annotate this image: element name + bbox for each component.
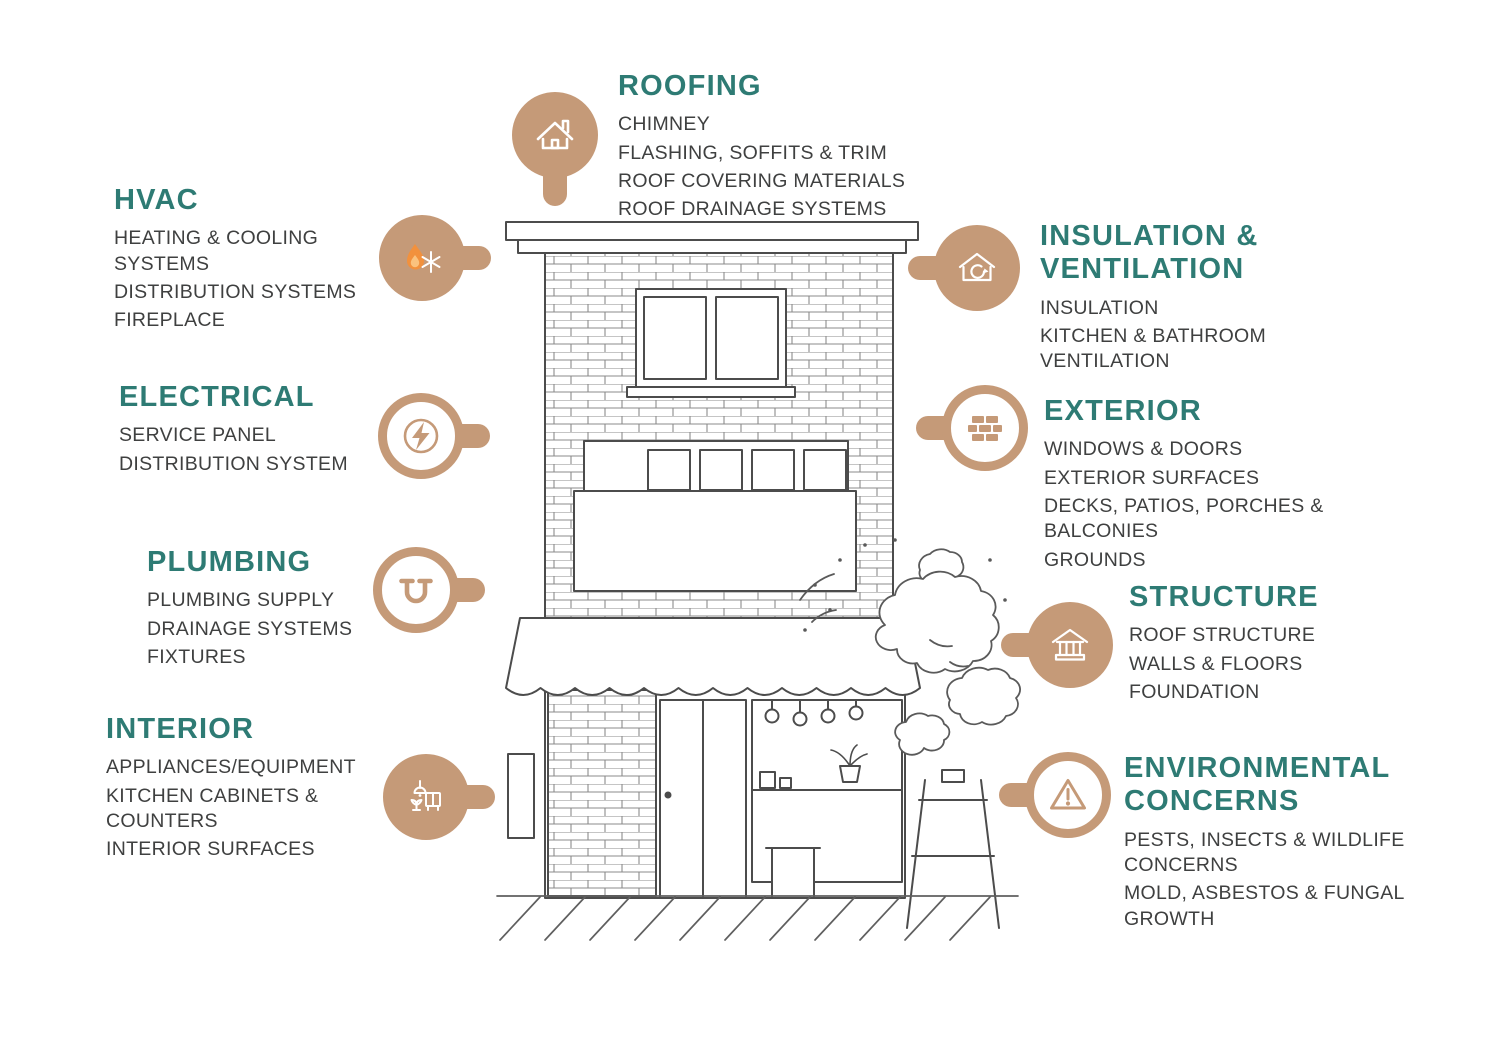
section-items: ROOF STRUCTURE WALLS & FLOORS FOUNDATION bbox=[1129, 623, 1369, 705]
list-item: KITCHEN & BATHROOM VENTILATION bbox=[1040, 325, 1267, 373]
lightning-bolt-icon bbox=[403, 418, 439, 454]
list-item: MOLD, ASBESTOS & FUNGAL GROWTH bbox=[1124, 882, 1404, 930]
badge-ring bbox=[512, 92, 598, 178]
list-item: DRAINAGE SYSTEMS bbox=[147, 617, 353, 640]
section-environmental: ENVIRONMENTAL CONCERNS PESTS, INSECTS & … bbox=[1124, 752, 1454, 935]
flame-snowflake-icon bbox=[407, 244, 441, 273]
list-item: CHIMNEY bbox=[618, 113, 711, 136]
list-item: HEATING & COOLING SYSTEMS bbox=[114, 227, 319, 275]
roof-icon bbox=[536, 119, 574, 150]
section-structure: STRUCTURE ROOF STRUCTURE WALLS & FLOORS … bbox=[1129, 581, 1369, 708]
hvac-badge bbox=[379, 215, 491, 301]
section-items: PLUMBING SUPPLY DRAINAGE SYSTEMS FIXTURE… bbox=[147, 588, 387, 670]
section-items: CHIMNEY FLASHING, SOFFITS & TRIM ROOF CO… bbox=[618, 112, 958, 222]
section-interior: INTERIOR APPLIANCES/EQUIPMENT KITCHEN CA… bbox=[106, 713, 391, 866]
section-exterior: EXTERIOR WINDOWS & DOORS EXTERIOR SURFAC… bbox=[1044, 395, 1344, 576]
section-title: STRUCTURE bbox=[1129, 581, 1319, 613]
list-item: ROOF STRUCTURE bbox=[1129, 624, 1316, 647]
list-item: INTERIOR SURFACES bbox=[106, 838, 315, 861]
structure-badge bbox=[1001, 602, 1113, 688]
section-title: PLUMBING bbox=[147, 546, 312, 578]
section-title: INTERIOR bbox=[106, 713, 255, 745]
list-item: FLASHING, SOFFITS & TRIM bbox=[618, 141, 888, 164]
badge-ring bbox=[378, 393, 464, 479]
section-title: HVAC bbox=[114, 184, 199, 216]
section-title: ROOFING bbox=[618, 70, 762, 102]
brick-wall-icon bbox=[968, 416, 1002, 441]
list-item: SERVICE PANEL bbox=[119, 424, 277, 447]
badge-ring bbox=[373, 547, 459, 633]
list-item: PESTS, INSECTS & WILDLIFE CONCERNS bbox=[1124, 828, 1405, 877]
badge-ring bbox=[1025, 752, 1111, 838]
badge-ring bbox=[379, 215, 465, 301]
list-item: APPLIANCES/EQUIPMENT bbox=[106, 756, 356, 779]
list-item: WALLS & FLOORS bbox=[1129, 652, 1303, 675]
section-hvac: HVAC HEATING & COOLING SYSTEMS DISTRIBUT… bbox=[114, 184, 369, 337]
section-electrical: ELECTRICAL SERVICE PANEL DISTRIBUTION SY… bbox=[119, 381, 379, 480]
warning-triangle-icon bbox=[1050, 779, 1086, 810]
house-ventilation-icon bbox=[958, 252, 996, 282]
list-item: DISTRIBUTION SYSTEMS bbox=[114, 281, 357, 304]
insulation-ventilation-badge bbox=[908, 225, 1020, 311]
interior-badge bbox=[383, 754, 495, 840]
section-title: EXTERIOR bbox=[1044, 395, 1202, 427]
list-item: GROUNDS bbox=[1044, 548, 1146, 571]
section-insulation-ventilation: INSULATION & VENTILATION INSULATION KITC… bbox=[1040, 220, 1305, 378]
building-illustration bbox=[496, 221, 1021, 941]
section-items: APPLIANCES/EQUIPMENT KITCHEN CABINETS & … bbox=[106, 755, 391, 862]
list-item: FIXTURES bbox=[147, 646, 246, 669]
section-items: SERVICE PANEL DISTRIBUTION SYSTEM bbox=[119, 423, 379, 477]
section-plumbing: PLUMBING PLUMBING SUPPLY DRAINAGE SYSTEM… bbox=[147, 546, 387, 673]
list-item: FIREPLACE bbox=[114, 309, 226, 332]
plumbing-badge bbox=[373, 547, 485, 633]
electrical-badge bbox=[378, 393, 490, 479]
list-item: ROOF COVERING MATERIALS bbox=[618, 170, 906, 193]
section-title: INSULATION & VENTILATION bbox=[1040, 220, 1259, 286]
section-items: WINDOWS & DOORS EXTERIOR SURFACES DECKS,… bbox=[1044, 437, 1344, 573]
list-item: DISTRIBUTION SYSTEM bbox=[119, 452, 348, 475]
list-item: FOUNDATION bbox=[1129, 681, 1260, 704]
section-items: INSULATION KITCHEN & BATHROOM VENTILATIO… bbox=[1040, 296, 1305, 375]
list-item: INSULATION bbox=[1040, 296, 1159, 319]
section-title: ELECTRICAL bbox=[119, 381, 315, 413]
list-item: ROOF DRAINAGE SYSTEMS bbox=[618, 198, 887, 221]
exterior-badge bbox=[916, 385, 1028, 471]
list-item: EXTERIOR SURFACES bbox=[1044, 466, 1260, 489]
badge-ring bbox=[934, 225, 1020, 311]
list-item: WINDOWS & DOORS bbox=[1044, 438, 1243, 461]
section-items: HEATING & COOLING SYSTEMS DISTRIBUTION S… bbox=[114, 226, 369, 333]
list-item: KITCHEN CABINETS & COUNTERS bbox=[106, 784, 319, 833]
badge-ring bbox=[383, 754, 469, 840]
roofing-badge bbox=[512, 92, 598, 206]
list-item: DECKS, PATIOS, PORCHES & BALCONIES bbox=[1044, 495, 1324, 543]
badge-ring bbox=[942, 385, 1028, 471]
section-roofing: ROOFING CHIMNEY FLASHING, SOFFITS & TRIM… bbox=[618, 70, 958, 226]
interior-furnishings-icon bbox=[410, 780, 441, 811]
section-title: ENVIRONMENTAL CONCERNS bbox=[1124, 752, 1390, 818]
badge-ring bbox=[1027, 602, 1113, 688]
pipe-icon bbox=[399, 578, 433, 604]
house-structure-icon bbox=[1051, 628, 1089, 661]
list-item: PLUMBING SUPPLY bbox=[147, 589, 335, 612]
section-items: PESTS, INSECTS & WILDLIFE CONCERNS MOLD,… bbox=[1124, 828, 1454, 932]
environmental-badge bbox=[999, 752, 1111, 838]
